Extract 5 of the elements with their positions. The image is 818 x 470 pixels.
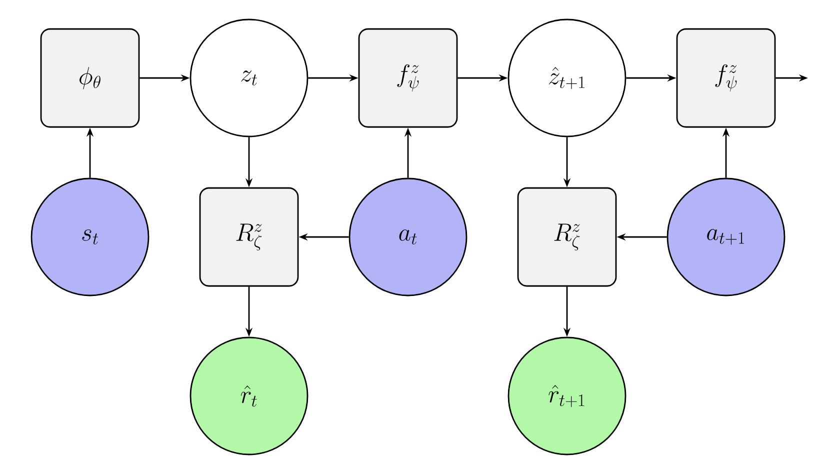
function-box: $\phi_{\theta}$ — [40, 28, 140, 128]
function-box: $f^{z}_{\psi}$ — [676, 28, 776, 128]
function-box: $R^{z}_{\zeta}$ — [199, 187, 299, 287]
function-box: $R^{z}_{\zeta}$ — [517, 187, 617, 287]
function-box: $f^{z}_{\psi}$ — [358, 28, 458, 128]
